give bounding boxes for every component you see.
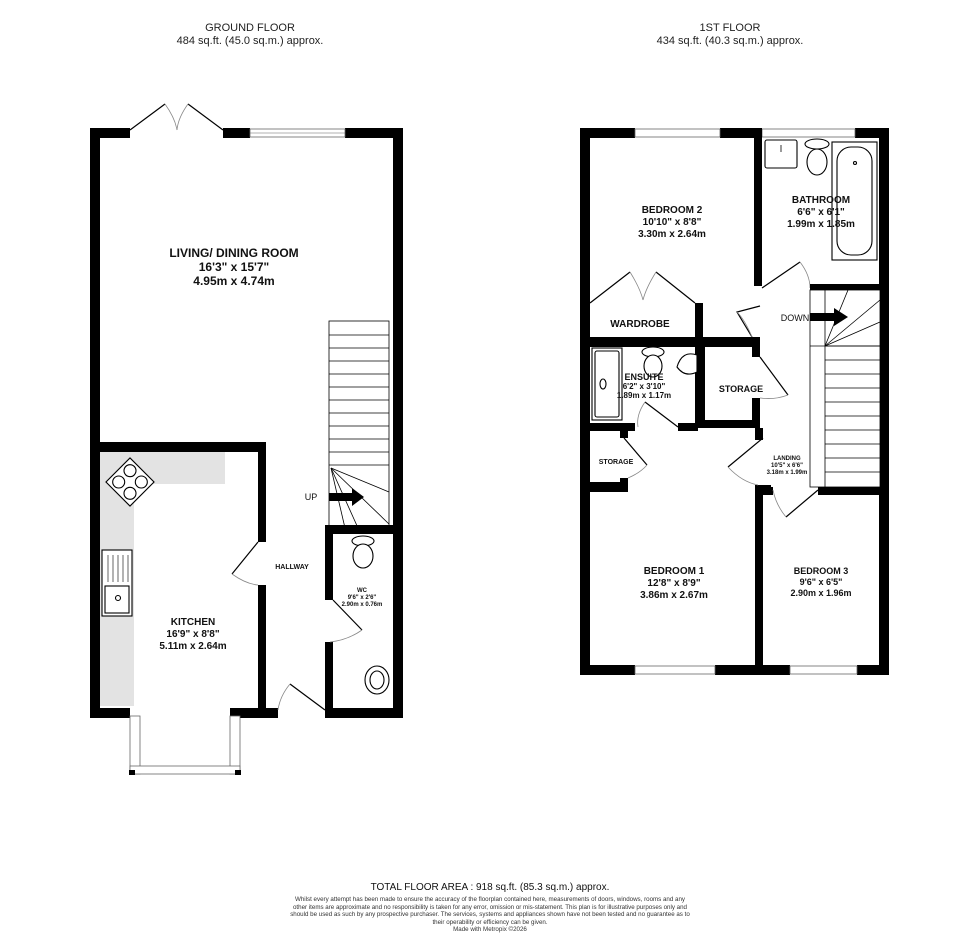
staircase xyxy=(328,320,390,529)
window xyxy=(634,665,716,675)
ensuite-toilet-icon xyxy=(641,346,665,378)
wc-door xyxy=(332,599,363,631)
hob-icon xyxy=(105,457,155,507)
room-label-wardrobe: WARDROBE xyxy=(610,319,670,330)
bathroom-door xyxy=(761,261,801,289)
basin-icon xyxy=(364,665,390,695)
french-door xyxy=(129,103,166,131)
bath-icon xyxy=(831,141,878,261)
bay-window xyxy=(129,715,141,775)
window xyxy=(634,128,721,138)
room-label-storage-small: STORAGE xyxy=(598,459,634,466)
room-label-bedroom-1: BEDROOM 1 12'8" x 8'9" 3.86m x 2.67m xyxy=(640,566,708,601)
room-label-hallway: HALLWAY xyxy=(275,564,309,571)
first-floor-plan xyxy=(580,128,889,675)
ensuite-basin-icon xyxy=(676,353,698,375)
disclaimer: Whilst every attempt has been made to en… xyxy=(290,896,690,926)
credit: Made with Metropix ©2026 xyxy=(453,926,527,934)
stairs-up-label: UP xyxy=(304,492,318,502)
room-label-kitchen: KITCHEN 16'9" x 8'8" 5.11m x 2.64m xyxy=(159,617,227,652)
total-floor-area: TOTAL FLOOR AREA : 918 sq.ft. (85.3 sq.m… xyxy=(370,882,610,893)
toilet-icon xyxy=(351,535,375,569)
ground-floor-header: GROUND FLOOR 484 sq.ft. (45.0 sq.m.) app… xyxy=(100,22,400,48)
ground-floor-title: GROUND FLOOR xyxy=(205,22,295,34)
room-label-ensuite: ENSUITE 6'2" x 3'10" 1.89m x 1.17m xyxy=(616,372,672,400)
storage-door xyxy=(759,356,789,396)
up-arrow-icon xyxy=(329,488,364,506)
room-label-bedroom-3: BEDROOM 3 9'6" x 6'5" 2.90m x 1.96m xyxy=(790,566,852,598)
bathroom-toilet-icon xyxy=(804,138,830,176)
window xyxy=(789,665,858,675)
front-door xyxy=(289,683,326,711)
wardrobe-door xyxy=(589,271,631,304)
bathroom-basin-icon xyxy=(764,139,798,169)
room-label-bathroom: BATHROOM 6'6" x 6'1" 1.99m x 1.85m xyxy=(787,195,855,230)
room-label-storage: STORAGE xyxy=(718,384,764,394)
footer: TOTAL FLOOR AREA : 918 sq.ft. (85.3 sq.m… xyxy=(290,882,690,934)
first-floor-header: 1ST FLOOR 434 sq.ft. (40.3 sq.m.) approx… xyxy=(580,22,880,48)
ground-floor-plan xyxy=(90,103,403,775)
room-label-wc: WC 9'6" x 2'6" 2.90m x 0.76m xyxy=(341,588,383,608)
staircase xyxy=(809,289,881,488)
kitchen-door xyxy=(231,541,259,575)
bedroom3-door xyxy=(785,489,819,518)
sink-icon xyxy=(101,549,133,617)
room-label-living-dining: LIVING/ DINING ROOM 16'3" x 15'7" 4.95m … xyxy=(169,246,299,288)
ground-floor-area: 484 sq.ft. (45.0 sq.m.) approx. xyxy=(176,35,324,47)
room-label-landing: LANDING 10'5" x 6'6" 3.18m x 1.99m xyxy=(766,456,808,476)
shower-icon xyxy=(591,347,623,421)
window xyxy=(761,128,856,138)
room-label-bedroom-2: BEDROOM 2 10'10" x 8'8" 3.30m x 2.64m xyxy=(638,205,706,240)
down-arrow-icon xyxy=(810,308,848,326)
bedroom1-door xyxy=(727,437,764,468)
ensuite-door xyxy=(644,401,679,428)
first-floor-title: 1ST FLOOR xyxy=(699,22,761,34)
first-floor-area: 434 sq.ft. (40.3 sq.m.) approx. xyxy=(656,35,804,47)
small-storage-door xyxy=(623,437,648,466)
stairs-down-label: DOWN xyxy=(780,313,810,323)
